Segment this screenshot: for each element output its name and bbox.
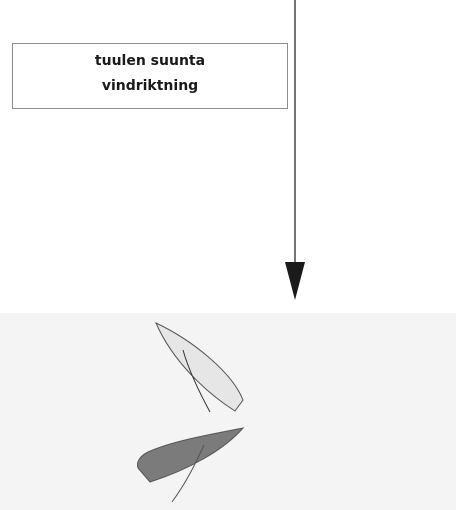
wind-direction-label-box: tuulen suunta vindriktning [12,43,288,109]
sailboat-dark [137,428,243,502]
wind-direction-arrow [285,0,305,300]
wind-arrowhead [285,262,305,300]
wind-label-swedish: vindriktning [13,77,287,95]
sailboat-light-hull [156,323,243,411]
sailboat-light [156,323,243,412]
wind-label-finnish: tuulen suunta [13,52,287,70]
